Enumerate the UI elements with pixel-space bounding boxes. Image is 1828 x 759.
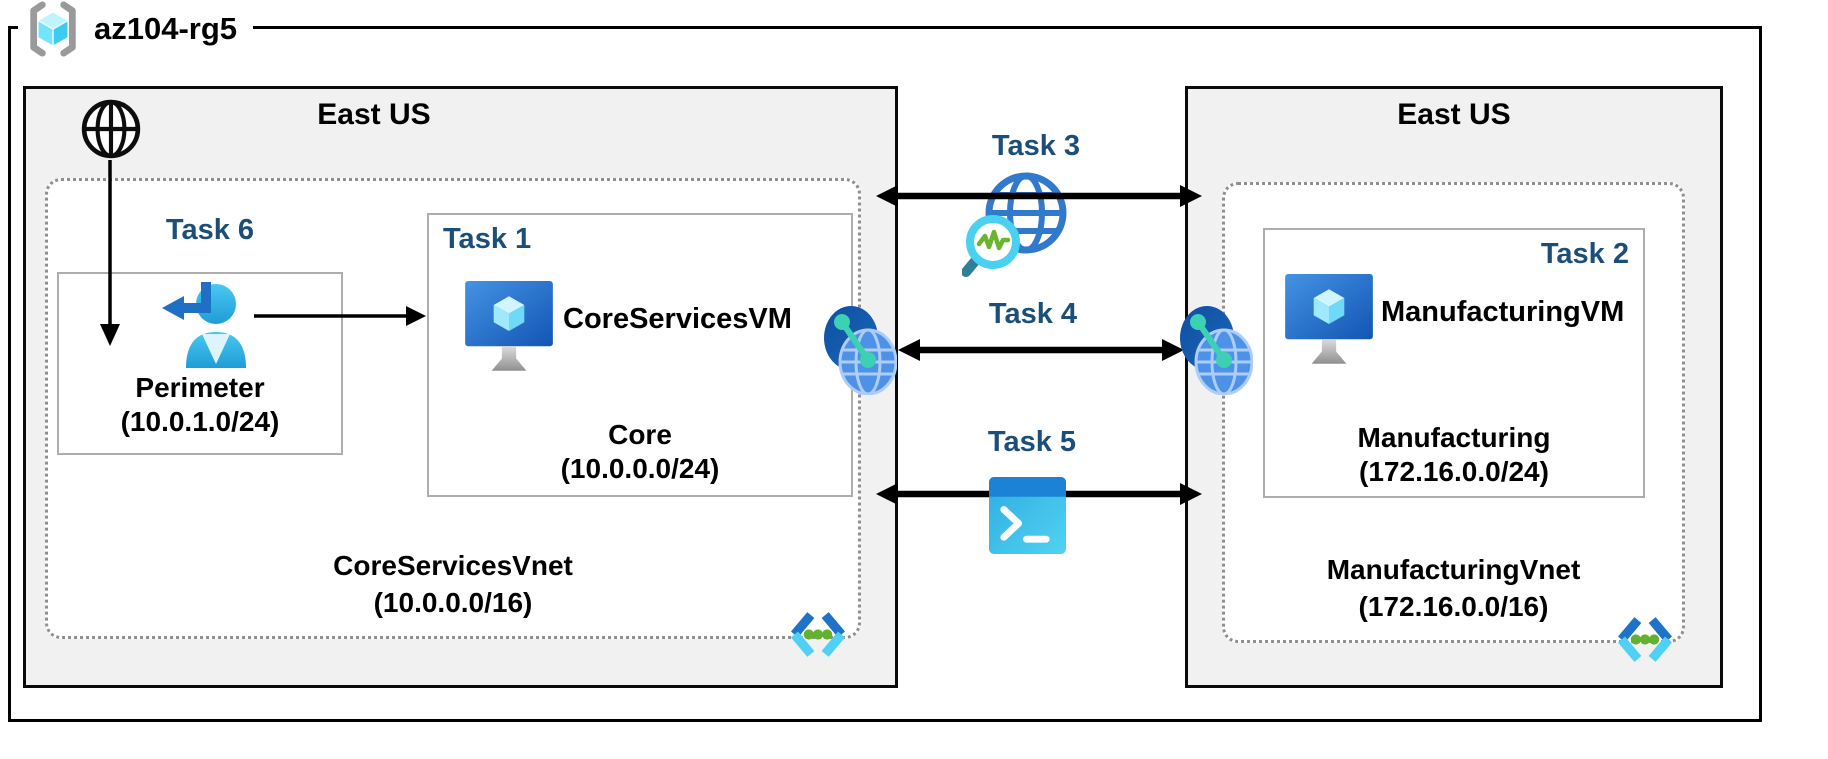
manufacturing-vnet-name: ManufacturingVnet — [1326, 554, 1581, 585]
cloud-shell-icon — [989, 477, 1066, 554]
task2-label: Task 2 — [1540, 238, 1629, 270]
perimeter-subnet-name: Perimeter — [135, 372, 265, 403]
manufacturing-vm-name: ManufacturingVM — [1381, 296, 1625, 328]
manufacturing-vnet-label: ManufacturingVnet (172.16.0.0/16) — [1222, 554, 1685, 623]
subnet-icon — [1617, 617, 1673, 662]
region-title-right: East US — [1397, 98, 1511, 131]
task1-label: Task 1 — [443, 223, 532, 255]
task2-box: Task 2 ManufacturingVM Manufacturing (17… — [1263, 228, 1645, 498]
vnet-peering-icon — [1180, 306, 1253, 395]
virtual-machine-icon — [465, 281, 553, 371]
core-services-vm-name: CoreServicesVM — [563, 303, 792, 335]
resource-group-header: az104-rg5 — [18, 0, 254, 58]
task1-box: Task 1 CoreServicesVM Core (10.0.0.0/24) — [427, 213, 853, 497]
task6-label: Task 6 — [165, 214, 255, 246]
virtual-machine-icon — [1285, 274, 1373, 364]
coreservices-vnet-cidr: (10.0.0.0/16) — [373, 587, 533, 618]
perimeter-subnet-cidr: (10.0.1.0/24) — [120, 406, 280, 437]
vnet-peering-icon — [824, 306, 897, 395]
coreservices-vnet-label: CoreServicesVnet (10.0.0.0/16) — [45, 550, 861, 619]
region-title-left: East US — [317, 98, 431, 131]
core-subnet-name: Core — [608, 419, 672, 450]
coreservices-vnet-name: CoreServicesVnet — [333, 550, 573, 581]
subnet-icon — [790, 612, 846, 657]
resource-group-label: az104-rg5 — [94, 11, 238, 46]
user-signin-icon — [162, 282, 246, 368]
manufacturing-subnet-cidr: (172.16.0.0/24) — [1359, 456, 1549, 487]
task4-label: Task 4 — [988, 298, 1078, 330]
manufacturing-vnet-cidr: (172.16.0.0/16) — [1358, 591, 1549, 622]
perimeter-subnet-box: Perimeter (10.0.1.0/24) — [57, 272, 343, 455]
task3-label: Task 3 — [991, 130, 1081, 162]
network-watcher-icon — [962, 172, 1067, 277]
manufacturing-subnet-name: Manufacturing — [1357, 422, 1551, 453]
task5-label: Task 5 — [987, 426, 1077, 458]
resource-group-icon — [30, 1, 76, 57]
internet-globe-icon — [81, 99, 141, 159]
core-subnet-cidr: (10.0.0.0/24) — [560, 453, 720, 484]
